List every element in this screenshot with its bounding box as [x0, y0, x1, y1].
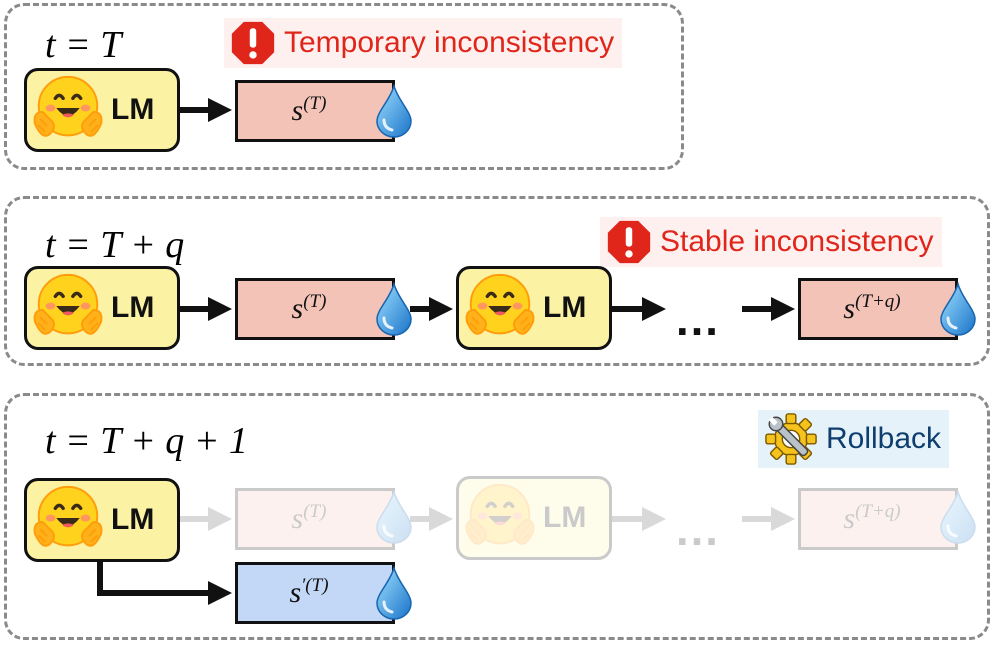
- state-label: s′(T): [289, 575, 329, 609]
- lm-label: LM: [111, 503, 155, 536]
- state-label: s(T): [291, 93, 327, 127]
- new-state-node: s′(T): [235, 562, 395, 624]
- stable-inconsistency-callout: Stable inconsistency: [600, 217, 942, 267]
- state-node: s(T): [235, 80, 395, 142]
- ellipsis: …: [674, 503, 724, 555]
- lm-label: LM: [111, 291, 155, 324]
- state-node-T-plus-q: s(T+q): [798, 278, 958, 340]
- callout-text: Temporary inconsistency: [284, 26, 615, 59]
- ghost-lm-node: LM: [456, 476, 612, 560]
- lm-node: LM: [24, 266, 180, 350]
- rollback-callout: Rollback: [758, 410, 950, 468]
- lm-label: LM: [111, 93, 155, 126]
- lm-node-second: LM: [456, 266, 612, 350]
- temporary-inconsistency-callout: Temporary inconsistency: [224, 18, 623, 68]
- state-label: s(T): [291, 501, 327, 535]
- state-label: s(T+q): [843, 291, 901, 325]
- ghost-state-node-T-plus-q: s(T+q): [798, 488, 958, 550]
- lm-label: LM: [543, 291, 587, 324]
- state-node: s(T): [235, 278, 395, 340]
- state-label: s(T+q): [843, 501, 901, 535]
- callout-text: Stable inconsistency: [660, 225, 934, 258]
- time-label: t = T + q + 1: [45, 420, 248, 462]
- time-label: t = T: [45, 24, 122, 66]
- lm-node: LM: [24, 478, 180, 562]
- ghost-state-node: s(T): [235, 488, 395, 550]
- state-label: s(T): [291, 291, 327, 325]
- panel-time-T-plus-q-plus-1: [4, 393, 990, 640]
- panel-time-T-plus-q: [4, 196, 990, 366]
- lm-node: LM: [24, 68, 180, 152]
- time-label: t = T + q: [45, 224, 185, 266]
- lm-label: LM: [543, 501, 587, 534]
- panel-time-T: [4, 3, 684, 170]
- arrow-lm-to-new-state: [97, 562, 232, 605]
- callout-text: Rollback: [826, 422, 942, 455]
- ellipsis: …: [674, 293, 724, 345]
